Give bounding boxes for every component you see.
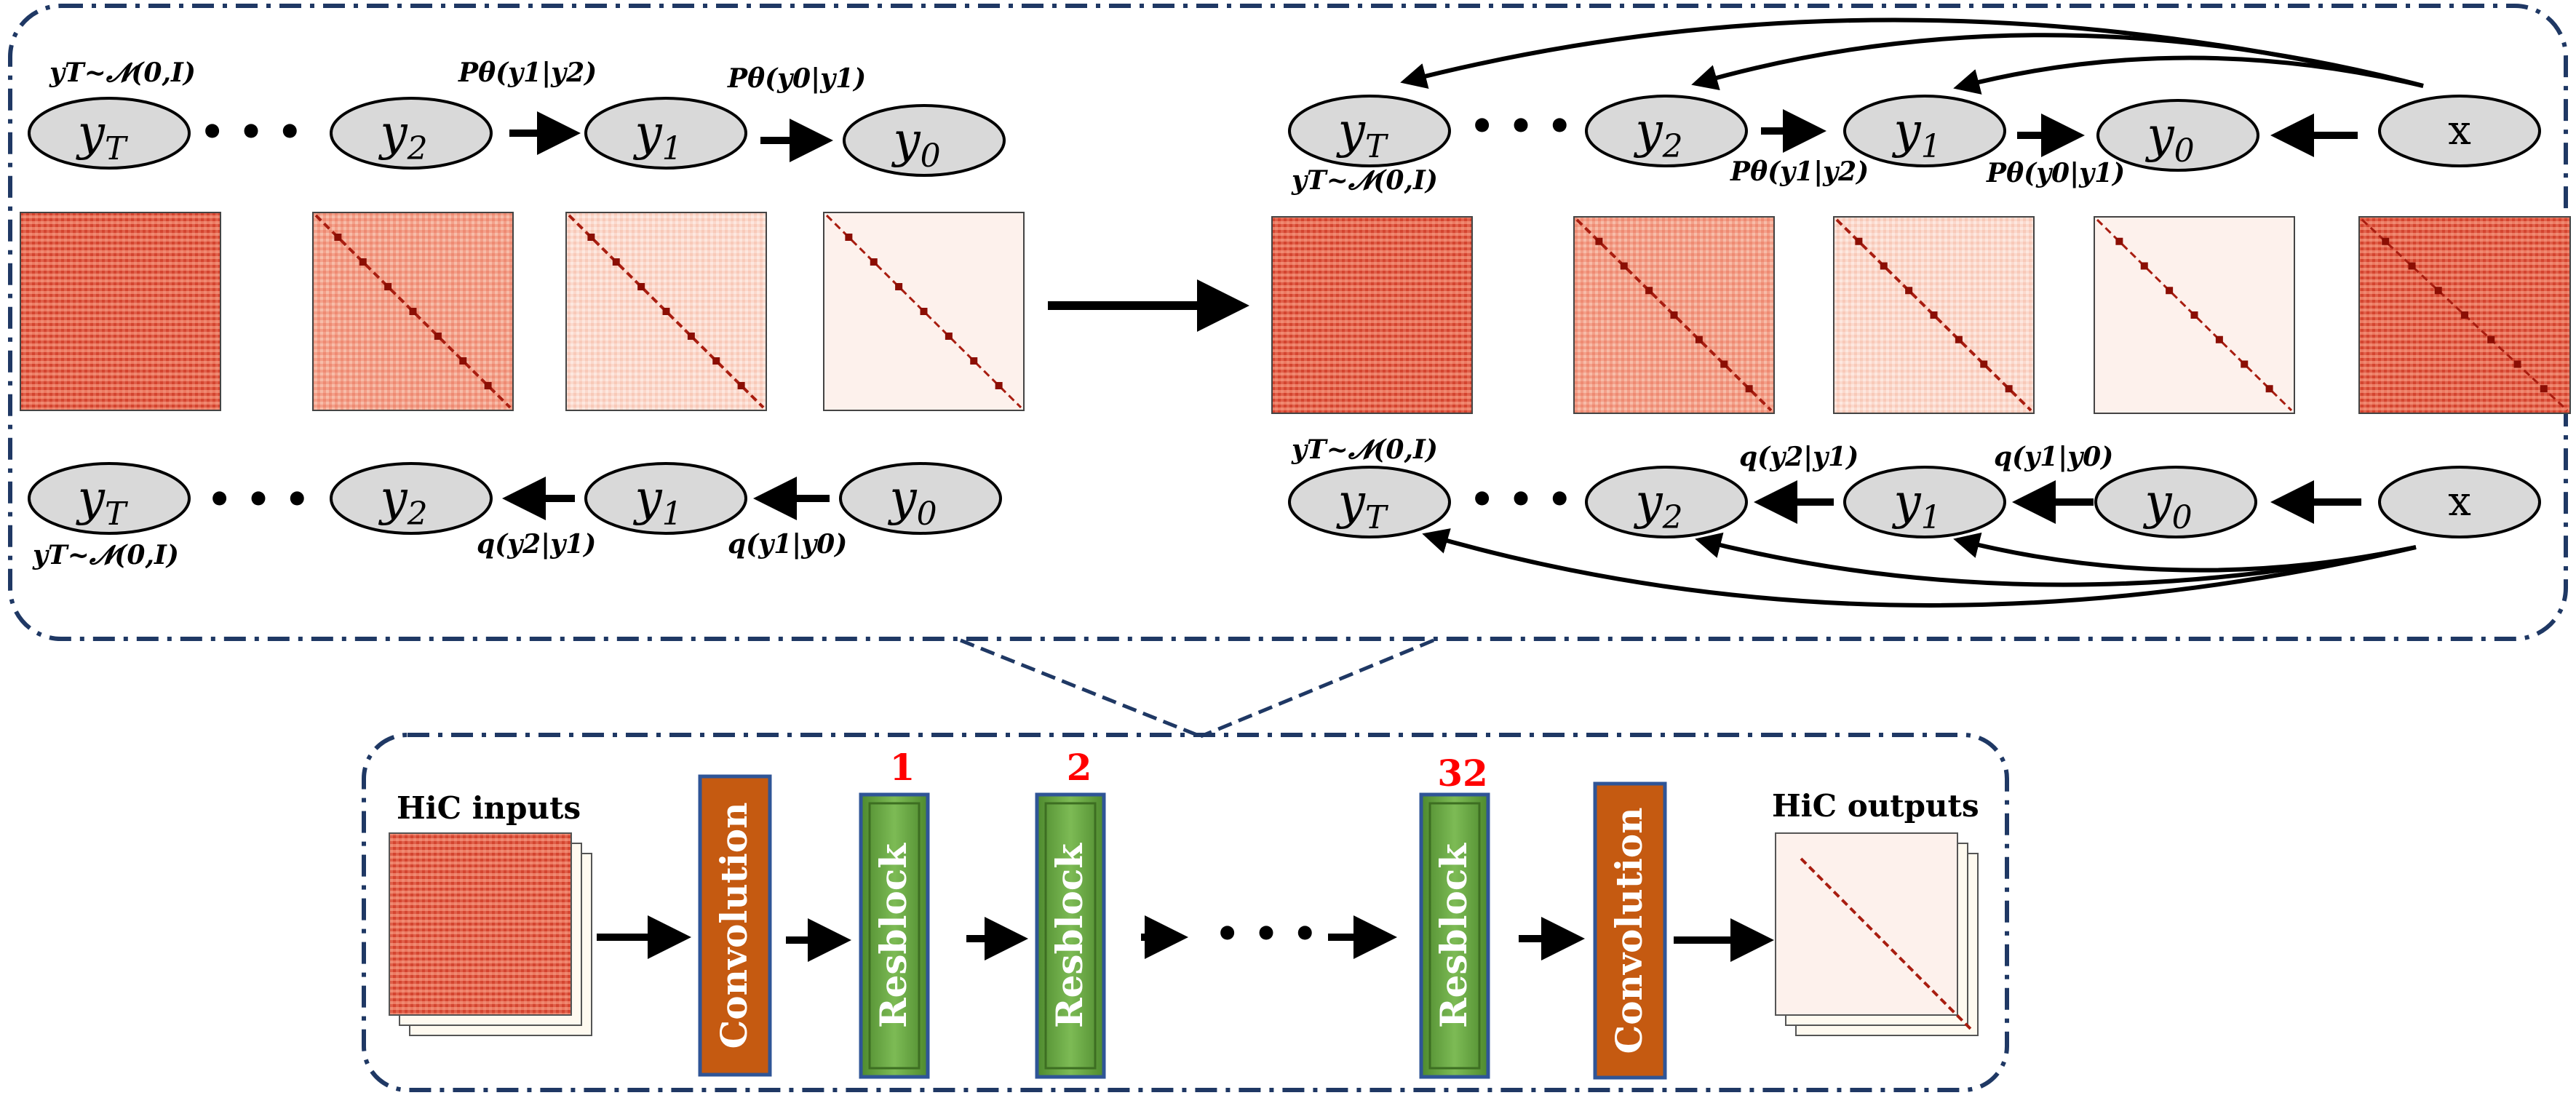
q-y1-y0-left: q(y1|y0) — [728, 529, 847, 560]
ellipsis-left-bottom: • • • — [207, 476, 309, 522]
prior-label-right-bottom: yT~𝓝(0,I) — [1291, 434, 1438, 465]
heatmap-y2-left — [312, 212, 514, 411]
curve-x-to-yT-bottom — [1422, 528, 2417, 608]
node-x-right-top-label: x — [2448, 107, 2471, 154]
resblock-2-label: Resblock — [1048, 843, 1091, 1028]
resblock-32: Resblock — [1419, 792, 1490, 1079]
node-y1-left-bottom-label: y1 — [632, 470, 682, 533]
resblock-32-label: Resblock — [1432, 843, 1475, 1028]
convolution-block-1-label: Convolution — [712, 802, 755, 1049]
curve-x-to-y2-top — [1691, 33, 2424, 91]
resblock-1: Resblock — [859, 792, 930, 1079]
node-y2-left-bottom: y2 — [330, 462, 493, 535]
convolution-block-2: Convolution — [1593, 781, 1667, 1080]
q-y2-y1-left: q(y2|y1) — [477, 529, 596, 560]
hic-outputs-label: HiC outputs — [1772, 788, 1979, 824]
q-y2-y1-right: q(y2|y1) — [1739, 442, 1859, 472]
resblock-1-label: Resblock — [872, 843, 915, 1028]
node-yT-left-bottom: yT — [28, 462, 191, 535]
node-x-right-top: x — [2378, 95, 2541, 167]
heatmap-noise-right — [1271, 216, 1473, 414]
connector-left — [960, 638, 1201, 739]
p-y1-y2-right: Pθ(y1|y2) — [1730, 156, 1869, 187]
curve-x-to-y1-bottom — [1953, 532, 2417, 573]
convolution-block-1: Convolution — [698, 774, 772, 1077]
network-ellipsis: • • • — [1215, 910, 1317, 957]
resblock-number-2: 2 — [1067, 746, 1092, 789]
node-y0-right-top: y0 — [2096, 99, 2259, 172]
node-yT-right-bottom: yT — [1288, 466, 1451, 538]
heatmap-y2-right — [1573, 216, 1775, 414]
ellipsis-left-top: • • • — [199, 108, 302, 155]
heatmap-noise-left — [20, 212, 221, 411]
node-y2-right-top: y2 — [1585, 95, 1748, 167]
heatmap-y0-left — [823, 212, 1025, 411]
node-yT-right-top: yT — [1288, 95, 1451, 167]
output-diagonal — [1800, 857, 1975, 1033]
resblock-2: Resblock — [1035, 792, 1106, 1079]
connector-right — [1200, 638, 1434, 739]
node-yT-left-bottom-label: yT — [76, 470, 129, 533]
node-y1-right-bottom: y1 — [1843, 466, 2006, 538]
heatmap-x-right — [2358, 216, 2571, 414]
ellipsis-right-top: • • • — [1469, 103, 1572, 149]
curve-x-to-y1-top — [1953, 55, 2424, 95]
prior-label-left-bottom: yT~𝓝(0,I) — [32, 540, 179, 570]
prior-label-right-top: yT~𝓝(0,I) — [1291, 165, 1438, 196]
bottom-frame — [362, 733, 2009, 1092]
node-y1-right-top-label: y1 — [1891, 103, 1941, 165]
convolution-block-2-label: Convolution — [1607, 807, 1650, 1054]
node-y1-left-bottom: y1 — [584, 462, 747, 535]
node-y1-right-top: y1 — [1843, 95, 2006, 167]
node-x-right-bottom-label: x — [2448, 478, 2471, 525]
node-y0-right-bottom: y0 — [2094, 466, 2257, 538]
resblock-number-32: 32 — [1437, 752, 1488, 795]
node-x-right-bottom: x — [2378, 466, 2541, 538]
q-y1-y0-right: q(y1|y0) — [1994, 442, 2113, 472]
heatmap-y1-right — [1833, 216, 2035, 414]
ellipsis-right-bottom: • • • — [1469, 476, 1572, 522]
heatmap-y1-left — [565, 212, 767, 411]
hic-inputs-label: HiC inputs — [397, 790, 581, 826]
p-y1-y2-left: Pθ(y1|y2) — [458, 57, 597, 88]
node-y2-right-bottom: y2 — [1585, 466, 1748, 538]
resblock-number-1: 1 — [890, 746, 915, 789]
node-y2-left-bottom-label: y2 — [378, 470, 427, 533]
node-yT-left-top: yT — [28, 97, 191, 170]
hic-inputs-stack — [389, 832, 592, 1036]
p-y0-y1-right: Pθ(y0|y1) — [1986, 158, 2125, 188]
prior-label-left-top: yT~𝓝(0,I) — [49, 57, 196, 88]
node-y1-left-top: y1 — [584, 97, 747, 170]
heatmap-y0-right — [2094, 216, 2295, 414]
node-y0-left-top: y0 — [843, 104, 1006, 177]
node-y0-left-bottom: y0 — [839, 462, 1002, 535]
node-y2-left-top: y2 — [330, 97, 493, 170]
node-y0-right-bottom-label: y0 — [2142, 474, 2192, 536]
p-y0-y1-left: Pθ(y0|y1) — [727, 63, 866, 94]
